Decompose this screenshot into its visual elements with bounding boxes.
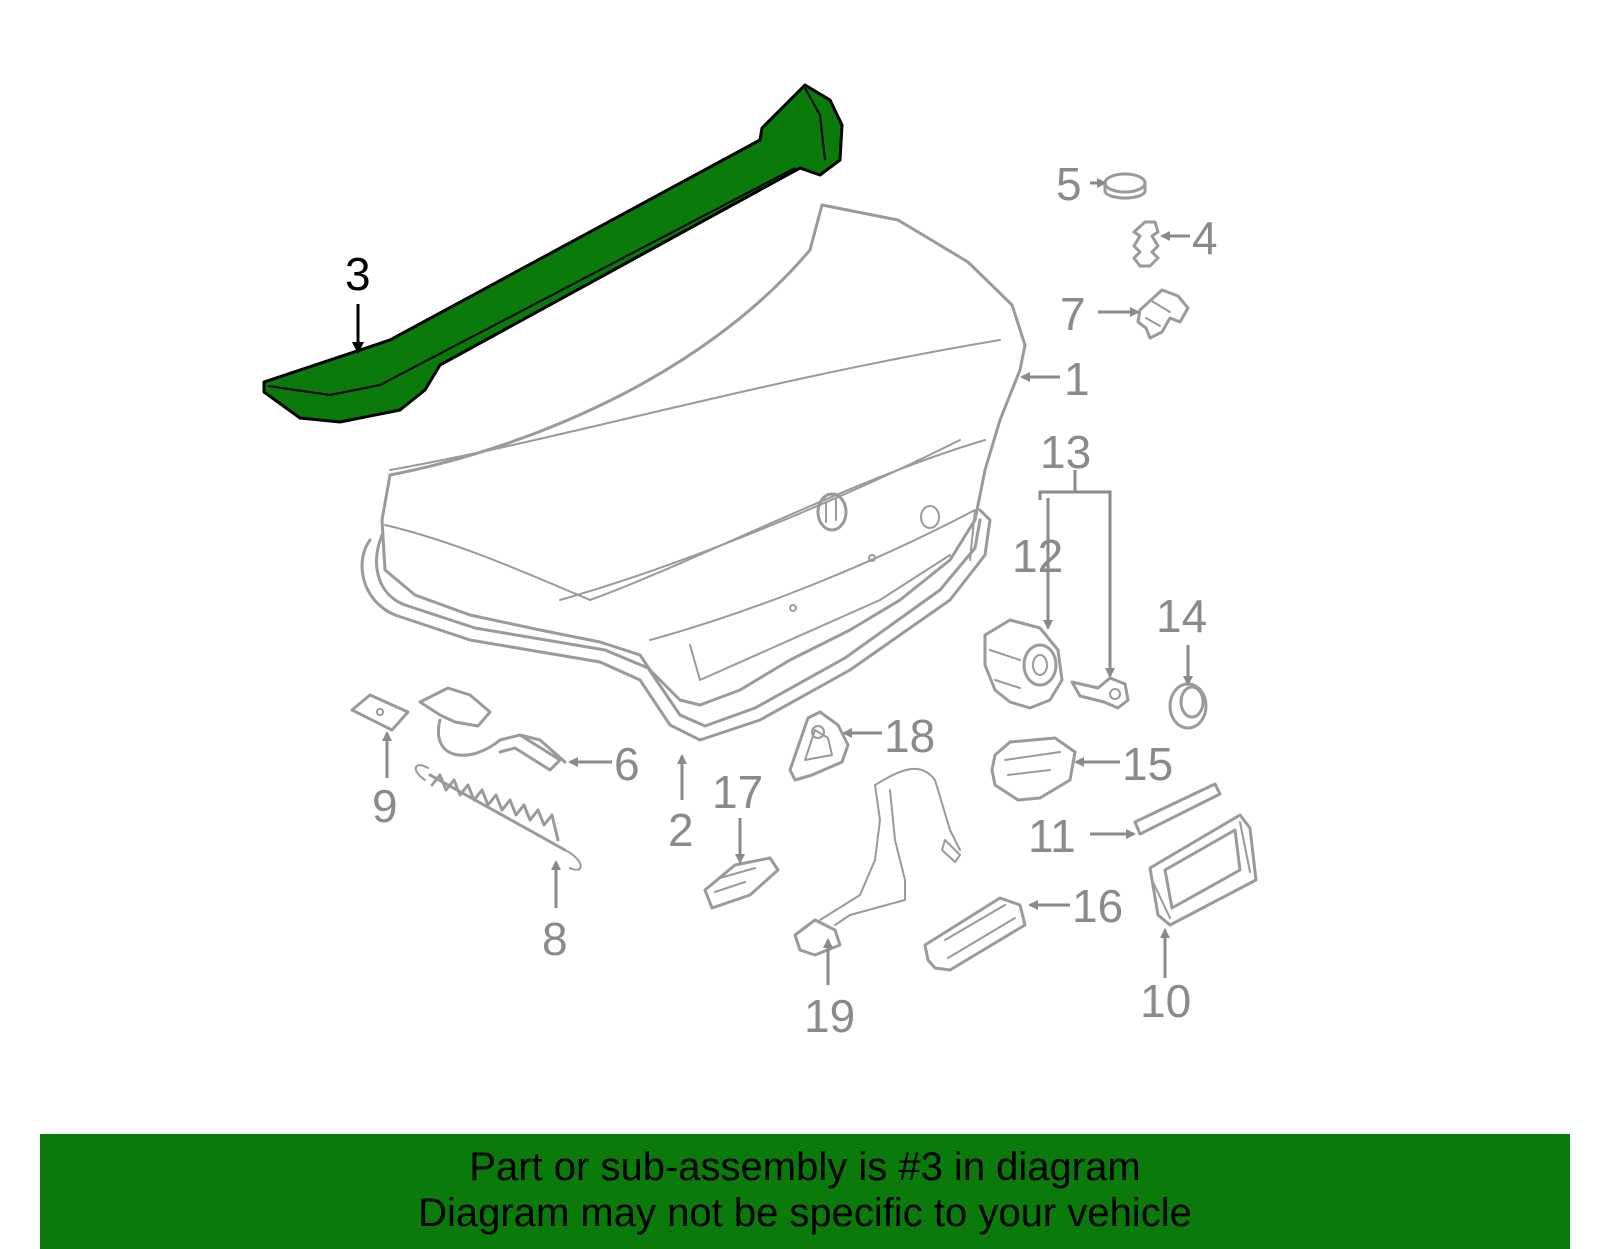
callout-2[interactable]: 2 (668, 804, 694, 856)
callout-18[interactable]: 18 (884, 710, 935, 762)
lamp-part-17[interactable] (703, 856, 780, 910)
plate-part-9[interactable] (350, 693, 410, 732)
parts-diagram: 3 5 4 7 1 13 12 14 18 15 6 9 17 2 11 16 … (262, 83, 1258, 1042)
handle-part-18[interactable] (788, 710, 850, 782)
trunk-lid-part-1[interactable] (380, 203, 1027, 707)
trim-strip-part-11[interactable] (1133, 782, 1222, 836)
callout-labels: 3 5 4 7 1 13 12 14 18 15 6 9 17 2 11 16 … (345, 158, 1218, 1042)
callout-8[interactable]: 8 (542, 913, 568, 965)
callout-10[interactable]: 10 (1140, 975, 1191, 1027)
callout-7[interactable]: 7 (1060, 288, 1086, 340)
hinge-part-6[interactable] (418, 686, 567, 772)
spring-part-8[interactable] (414, 764, 582, 871)
key-part-13[interactable] (1070, 676, 1130, 710)
callout-9[interactable]: 9 (372, 780, 398, 832)
callout-leaders (352, 178, 1193, 985)
spoiler-part-3[interactable] (262, 83, 844, 424)
callout-4[interactable]: 4 (1192, 212, 1218, 264)
weatherstrip-part-2[interactable] (360, 508, 992, 742)
callout-5[interactable]: 5 (1056, 158, 1082, 210)
callout-17[interactable]: 17 (712, 766, 763, 818)
callout-3[interactable]: 3 (345, 248, 371, 300)
actuator-part-15[interactable] (990, 736, 1077, 802)
bracket-part-7[interactable] (1136, 288, 1190, 340)
license-frame-part-10[interactable] (1148, 813, 1258, 927)
lock-cylinder-part-12[interactable] (983, 618, 1064, 710)
callout-11[interactable]: 11 (1028, 810, 1076, 862)
bumper-stop-part-4[interactable] (1132, 220, 1160, 268)
callout-13[interactable]: 13 (1040, 426, 1091, 478)
cap-part-5[interactable] (1103, 172, 1147, 200)
callout-1[interactable]: 1 (1064, 353, 1090, 405)
callout-12[interactable]: 12 (1012, 530, 1063, 582)
callout-19[interactable]: 19 (804, 990, 855, 1042)
cable-part-19[interactable] (793, 767, 961, 957)
callout-6[interactable]: 6 (614, 738, 640, 790)
info-banner: Part or sub-assembly is #3 in diagram Di… (40, 1134, 1570, 1249)
callout-15[interactable]: 15 (1122, 738, 1173, 790)
banner-line-part: Part or sub-assembly is #3 in diagram (469, 1145, 1141, 1189)
ring-part-14[interactable] (1168, 682, 1208, 730)
callout-16[interactable]: 16 (1072, 880, 1123, 932)
callout-14[interactable]: 14 (1156, 590, 1207, 642)
latch-part-16[interactable] (923, 896, 1027, 972)
banner-line-disclaimer: Diagram may not be specific to your vehi… (418, 1191, 1192, 1235)
